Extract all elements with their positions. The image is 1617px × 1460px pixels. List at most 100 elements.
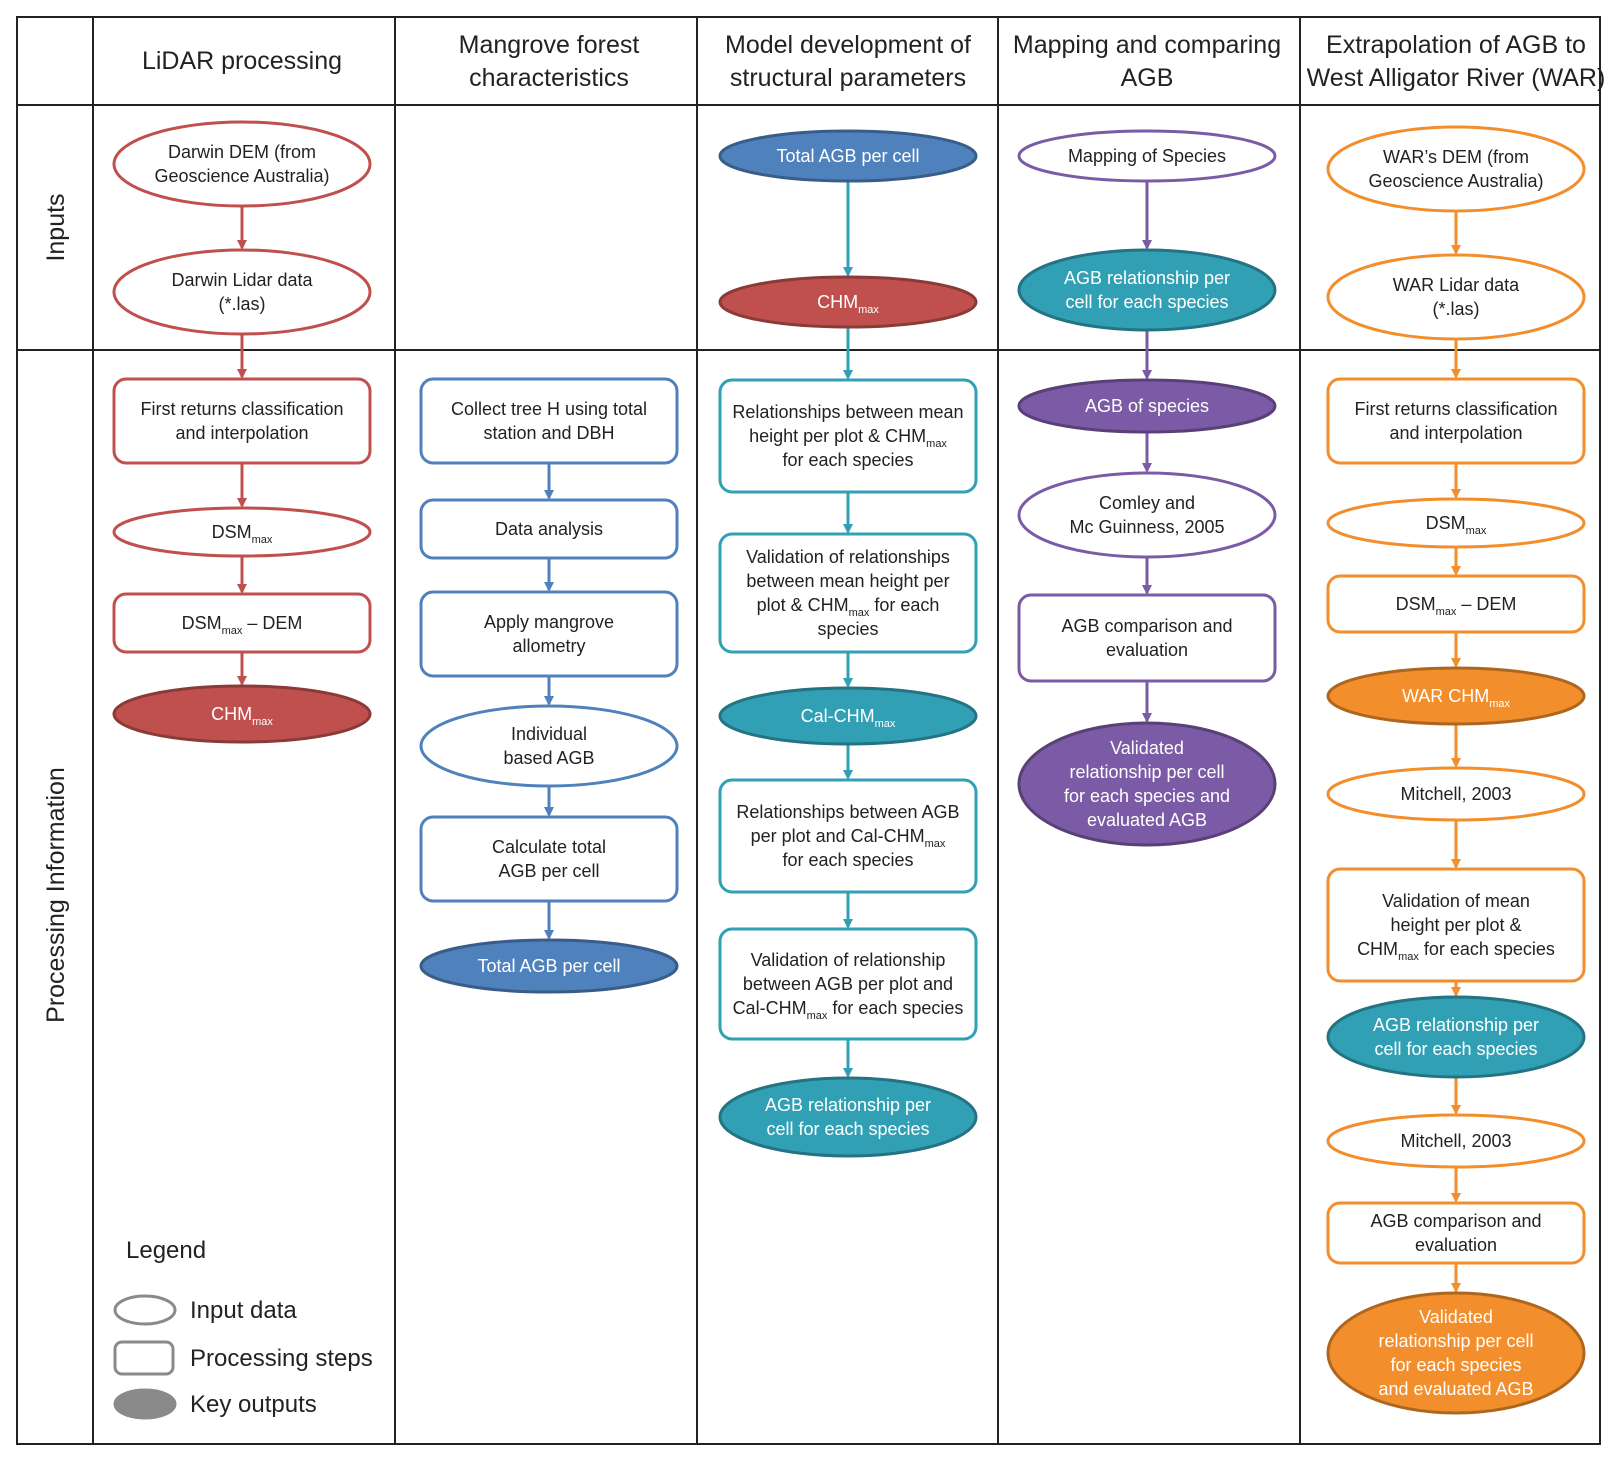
collect-tree-h-text: station and DBH [483, 423, 614, 443]
val-mean-height-text: between mean height per [746, 571, 949, 591]
darwin-lidar-text: (*.las) [218, 294, 265, 314]
process-box [1326, 867, 1586, 983]
table-border [16, 16, 1601, 1445]
input-ellipse [112, 120, 372, 208]
output-ellipse [1017, 248, 1277, 332]
war-first-returns-text: and interpolation [1389, 423, 1522, 443]
input-ellipse [1326, 766, 1586, 822]
war-first-returns-text: First returns classification [1354, 399, 1557, 419]
war-val-mean-height-text: height per plot & [1390, 915, 1521, 935]
war-validated-text: for each species [1390, 1355, 1521, 1375]
lidar-first-returns-text: and interpolation [175, 423, 308, 443]
output-ellipse [1326, 1291, 1586, 1415]
process-box [419, 590, 679, 678]
input-ellipse [1326, 125, 1586, 213]
process-box [419, 498, 679, 560]
process-box [718, 778, 978, 894]
cal-chm-text: Cal-CHMmax [801, 706, 896, 730]
collect-tree-h-step: Collect tree H using total station and DB… [419, 377, 679, 465]
process-box [419, 377, 679, 465]
process-box [718, 532, 978, 654]
col-mapping-header: AGB [1121, 64, 1174, 92]
war-dem-text: Geoscience Australia) [1368, 171, 1543, 191]
war-dsm-input: DSMmax [1326, 497, 1586, 549]
model-total-agb-output: Total AGB per cell [718, 129, 978, 183]
rel-mean-height-text: height per plot & CHMmax [749, 426, 947, 450]
legend-item-process: Processing steps [113, 1340, 373, 1376]
row-label-processing: Processing Information [42, 767, 70, 1023]
apply-allometry-text: allometry [512, 636, 585, 656]
war-agb-compare-text: AGB comparison and [1370, 1211, 1541, 1231]
rel-mean-height-text: Relationships between mean [732, 402, 963, 422]
col-mangrove-header: characteristics [469, 64, 629, 92]
cal-chm-output: Cal-CHMmax [718, 686, 978, 746]
mapping-agb-rel-text: cell for each species [1065, 292, 1228, 312]
col-mangrove-header: Mangrove forest [459, 31, 640, 59]
output-ellipse [718, 129, 978, 183]
process-box [112, 592, 372, 654]
process-box [419, 815, 679, 903]
war-first-returns-step: First returns classification and interpol… [1326, 377, 1586, 465]
input-ellipse [1326, 1113, 1586, 1169]
model-agb-rel-text: AGB relationship per [765, 1095, 931, 1115]
model-total-agb-text: Total AGB per cell [776, 146, 919, 166]
darwin-lidar-input: Darwin Lidar data(*.las) [112, 248, 372, 336]
war-dsm-text: DSMmax [1426, 513, 1487, 537]
mitchell-1-text: Mitchell, 2003 [1400, 784, 1511, 804]
war-val-mean-height-text: Validation of mean [1382, 891, 1530, 911]
war-agb-rel-text: cell for each species [1374, 1039, 1537, 1059]
lidar-dsm-text: DSMmax [212, 522, 273, 546]
lidar-chm-output: CHMmax [112, 684, 372, 744]
collect-tree-h-text: Collect tree H using total [451, 399, 647, 419]
war-val-mean-height-text: CHMmax for each species [1357, 939, 1555, 963]
process-box [1326, 377, 1586, 465]
agb-of-species-text: AGB of species [1085, 396, 1209, 416]
calculate-total-agb-text: AGB per cell [498, 861, 599, 881]
col-war-header: Extrapolation of AGB to [1326, 31, 1586, 59]
model-chm-text: CHMmax [817, 292, 879, 316]
war-lidar-text: WAR Lidar data [1393, 275, 1520, 295]
mapping-validated-text: Validated [1110, 738, 1184, 758]
rel-mean-height-text: for each species [782, 450, 913, 470]
row-label-inputs: Inputs [42, 193, 70, 261]
agb-of-species-output: AGB of species [1017, 378, 1277, 434]
legend-item-input: Input data [113, 1294, 297, 1326]
val-mean-height-text: Validation of relationships [746, 547, 950, 567]
col-model-header: structural parameters [730, 64, 966, 92]
process-box [112, 377, 372, 465]
war-chm-output: WAR CHMmax [1326, 666, 1586, 726]
output-ellipse [718, 1076, 978, 1158]
legend-label: Key outputs [190, 1391, 317, 1418]
mapping-agb-compare-text: evaluation [1106, 640, 1188, 660]
lidar-dsm-input: DSMmax [112, 506, 372, 558]
mapping-validated-text: for each species and [1064, 786, 1230, 806]
lidar-dsm-dem-text: DSMmax – DEM [182, 613, 303, 637]
legend-swatch-process [113, 1340, 175, 1376]
war-agb-rel-text: AGB relationship per [1373, 1015, 1539, 1035]
mapping-species-text: Mapping of Species [1068, 146, 1226, 166]
legend-item-output: Key outputs [113, 1388, 317, 1420]
war-dsm-dem-text: DSMmax – DEM [1396, 594, 1517, 618]
input-ellipse [1326, 497, 1586, 549]
input-ellipse [112, 506, 372, 558]
output-ellipse [718, 686, 978, 746]
mangrove-total-agb-text: Total AGB per cell [477, 956, 620, 976]
war-lidar-text: (*.las) [1432, 299, 1479, 319]
val-agb-text: Validation of relationship [751, 950, 946, 970]
war-validated-text: Validated [1419, 1307, 1493, 1327]
lidar-dsm-dem-step: DSMmax – DEM [112, 592, 372, 654]
output-ellipse [718, 275, 978, 329]
mapping-agb-compare-text: AGB comparison and [1061, 616, 1232, 636]
calculate-total-agb-text: Calculate total [492, 837, 606, 857]
mitchell-2-input: Mitchell, 2003 [1326, 1113, 1586, 1169]
col-war-header: West Alligator River (WAR) [1307, 64, 1606, 92]
